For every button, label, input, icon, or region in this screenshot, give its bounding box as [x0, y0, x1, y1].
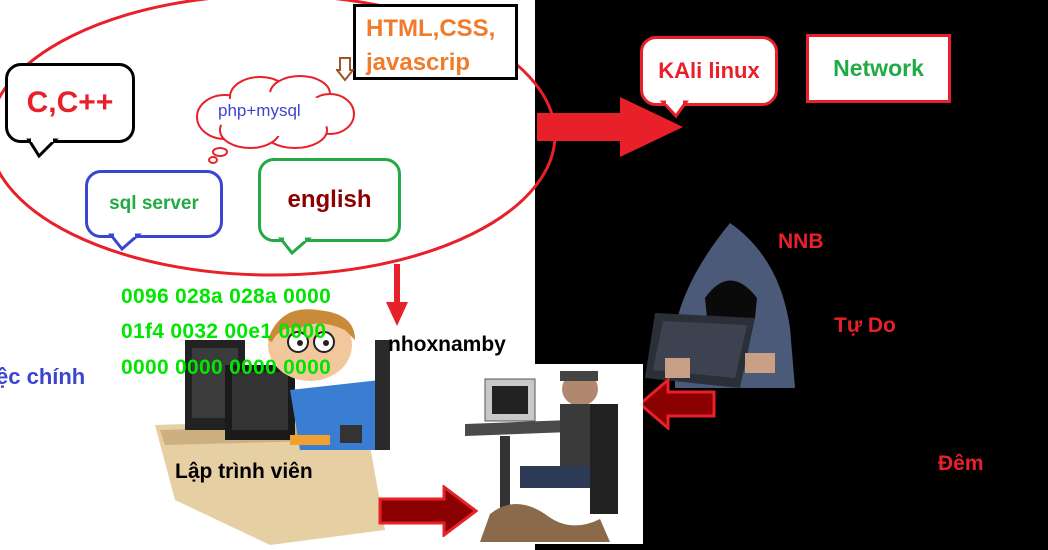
kali-bubble: KAli linux — [640, 36, 778, 106]
php-cloud — [196, 75, 355, 164]
programmer-illustration — [155, 309, 390, 545]
developer-label: Lập trình viên — [175, 460, 313, 483]
english-bubble-tail — [278, 237, 312, 256]
left-clipped-label: ệc chính — [0, 364, 86, 389]
network-box: Network — [806, 34, 951, 103]
kali-bubble-tail — [660, 100, 689, 119]
web-bubble-tail — [336, 57, 354, 82]
web-text-line1: HTML,CSS, — [366, 15, 496, 42]
php-text: php+mysql — [218, 101, 301, 120]
cpp-text: C,C++ — [26, 86, 114, 119]
hex-line: 01f4 0032 00e1 0000 — [121, 320, 327, 343]
arrow-right-icon — [537, 97, 683, 157]
sql-bubble-tail — [108, 233, 142, 252]
hex-line: 0000 0000 0000 0000 — [121, 356, 332, 379]
english-text: english — [287, 186, 372, 213]
nhoxnamby-label: nhoxnamby — [388, 333, 506, 356]
dem-label: Đêm — [938, 452, 984, 475]
hex-line: 0096 028a 028a 0000 — [121, 285, 332, 308]
network-text: Network — [833, 55, 924, 81]
arrow-right-bottom-icon — [378, 485, 478, 537]
web-text-line2: javascrip — [366, 49, 471, 76]
arrow-down-icon — [386, 264, 408, 326]
hacker-illustration — [645, 223, 795, 388]
cpp-bubble-tail — [26, 138, 59, 159]
cpp-bubble: C,C++ — [5, 63, 135, 143]
english-bubble: english — [258, 158, 401, 242]
tudo-label: Tự Do — [834, 314, 896, 337]
sql-text: sql server — [109, 193, 199, 214]
nnb-label: NNB — [778, 230, 824, 253]
arrow-left-icon — [638, 378, 716, 430]
old-man-illustration — [465, 371, 618, 542]
web-bubble: HTML,CSS, javascrip — [353, 4, 518, 80]
sql-bubble: sql server — [85, 170, 223, 238]
kali-text: KAli linux — [658, 58, 760, 83]
